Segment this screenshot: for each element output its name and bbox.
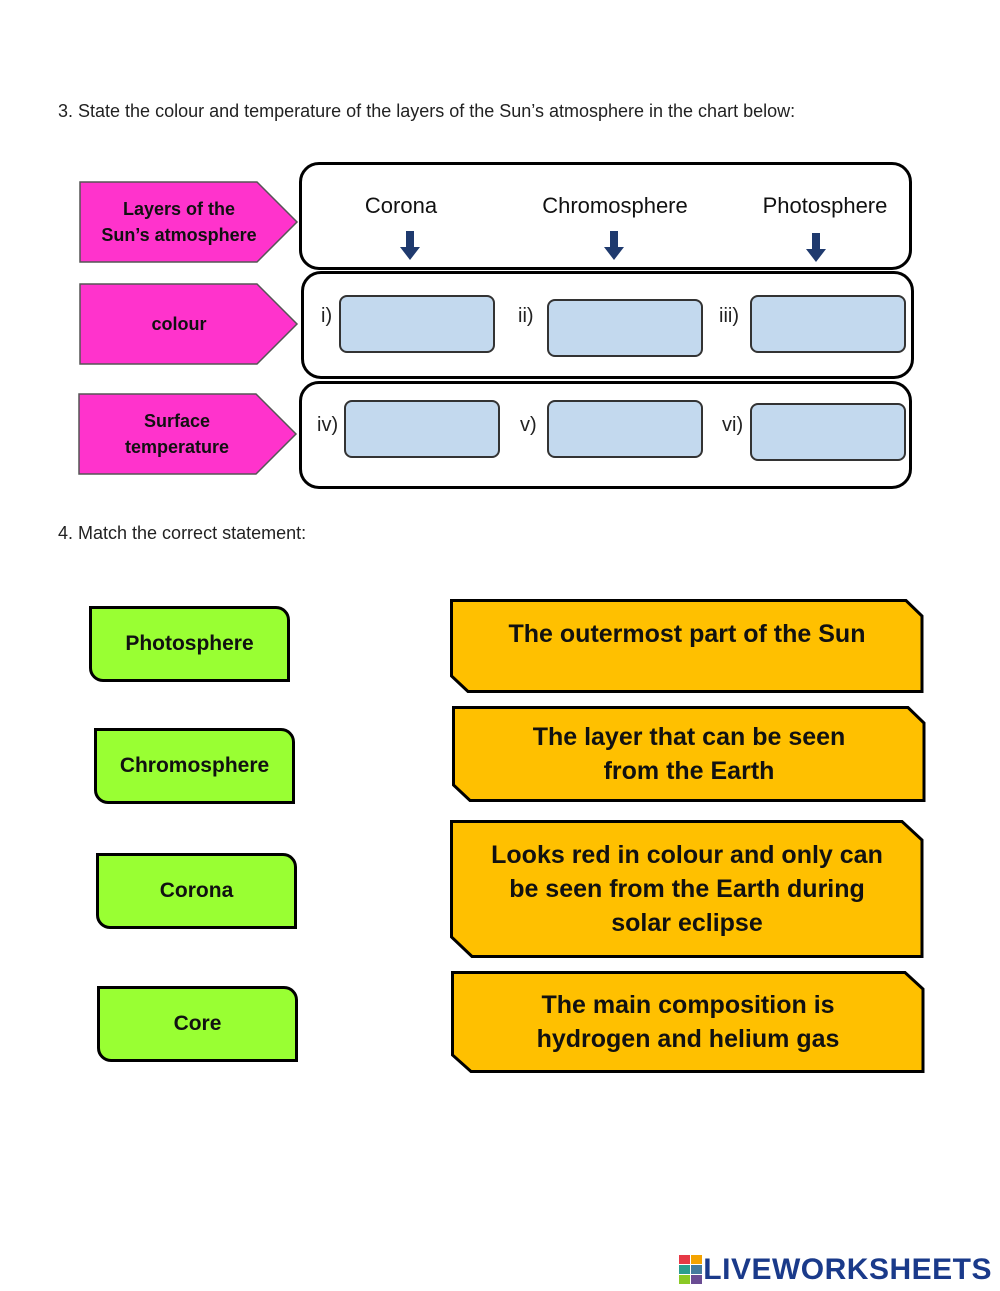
row-label-colour-text: colour <box>151 314 207 334</box>
liveworksheets-logo-text: LIVEWORKSHEETS <box>703 1253 992 1286</box>
row-label-layers-text: Layers of the Sun’s atmosphere <box>101 199 257 245</box>
answer-field-i[interactable] <box>339 295 495 353</box>
question-4-text: 4. Match the correct statement: <box>58 523 307 543</box>
layer-name-photosphere: Photosphere <box>762 193 888 218</box>
answer-field-vi[interactable] <box>750 403 906 461</box>
down-arrow-icon <box>604 231 624 260</box>
liveworksheets-logo: LIVEWORKSHEETS <box>679 1253 992 1287</box>
row-label-layers: Layers of the Sun’s atmosphere <box>79 181 299 263</box>
marker-iv: iv) <box>317 414 339 436</box>
answer-field-iv[interactable] <box>344 400 500 458</box>
layer-name-chromosphere: Chromosphere <box>542 193 688 218</box>
marker-i: i) <box>321 305 333 327</box>
match-term-core[interactable]: Core <box>97 986 298 1062</box>
down-arrow-icon <box>806 233 826 262</box>
match-term-chromosphere[interactable]: Chromosphere <box>94 728 295 804</box>
match-statement-3[interactable]: Looks red in colour and only can be seen… <box>450 820 924 958</box>
row-label-temperature-text: Surface temperature <box>124 411 230 457</box>
match-statement-2-text: The layer that can be seen from the Eart… <box>532 723 846 785</box>
layer-name-corona: Corona <box>364 193 438 218</box>
match-statement-4-text: The main composition is hydrogen and hel… <box>536 991 840 1053</box>
marker-iii: iii) <box>719 305 739 327</box>
match-term-photosphere[interactable]: Photosphere <box>89 606 290 682</box>
down-arrow-icon <box>400 231 420 260</box>
liveworksheets-logo-icon <box>679 1255 703 1284</box>
match-statement-4[interactable]: The main composition is hydrogen and hel… <box>451 971 925 1073</box>
answer-field-iii[interactable] <box>750 295 906 353</box>
match-statement-1-text: The outermost part of the Sun <box>508 620 866 648</box>
row-label-temperature: Surface temperature <box>78 393 298 475</box>
answer-field-ii[interactable] <box>547 299 703 357</box>
marker-vi: vi) <box>722 414 744 436</box>
match-term-corona[interactable]: Corona <box>96 853 297 929</box>
marker-v: v) <box>520 414 537 436</box>
answer-field-v[interactable] <box>547 400 703 458</box>
match-statement-2[interactable]: The layer that can be seen from the Eart… <box>452 706 926 802</box>
match-statement-3-text: Looks red in colour and only can be seen… <box>491 841 883 937</box>
question-3-text: 3. State the colour and temperature of t… <box>58 101 796 121</box>
match-statement-1[interactable]: The outermost part of the Sun <box>450 599 924 693</box>
row-label-colour: colour <box>79 283 299 365</box>
marker-ii: ii) <box>518 305 534 327</box>
